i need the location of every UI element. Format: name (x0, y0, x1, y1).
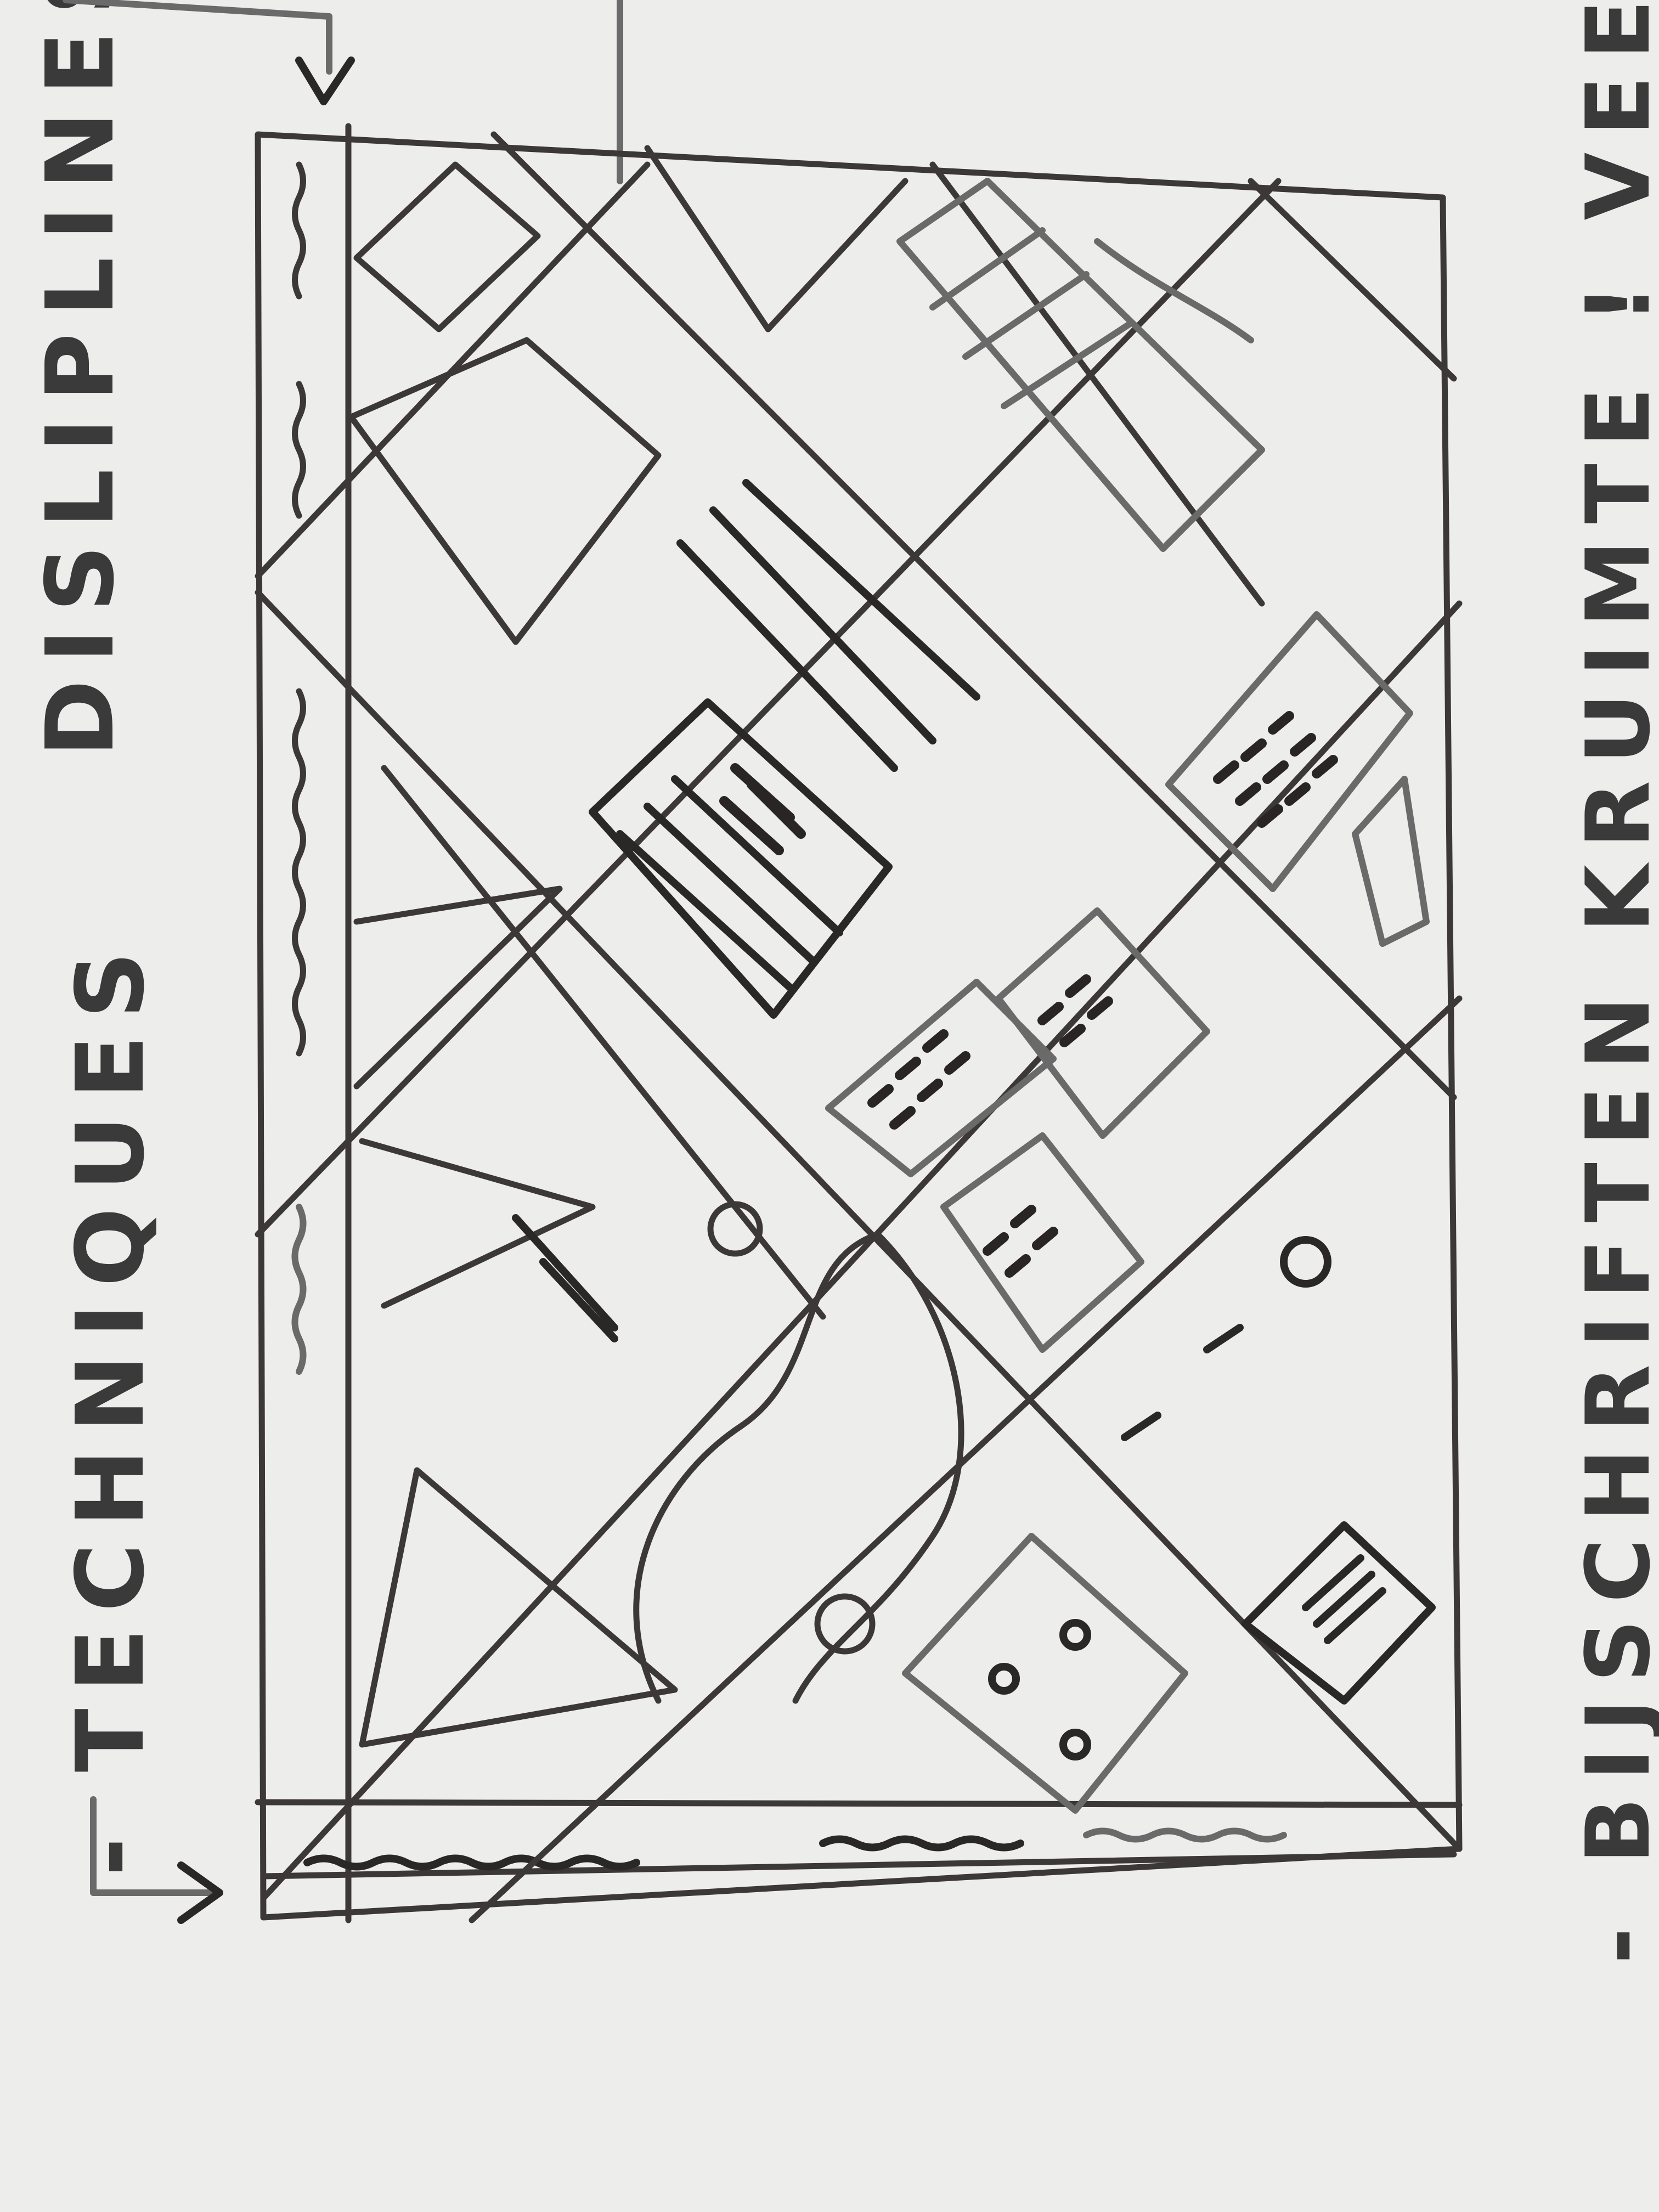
card-icons-right (1125, 1240, 1432, 1701)
label-bijschriften: - BIJSCHRIFTEN KRUIMTE ! VEEL/… (1567, 0, 1659, 1964)
card-top-left (351, 165, 658, 642)
label-techniques: - TECHNIQUES (57, 935, 165, 1876)
card-list-lines (680, 483, 977, 768)
arrow-disciplines (66, 0, 620, 181)
card-bottom-right (905, 1536, 1185, 1810)
card-striped (592, 702, 889, 1015)
label-disciplines: DISLIPLINES (26, 0, 135, 757)
card-triangles-left (357, 889, 675, 1745)
card-wavy-shape (636, 1204, 961, 1701)
